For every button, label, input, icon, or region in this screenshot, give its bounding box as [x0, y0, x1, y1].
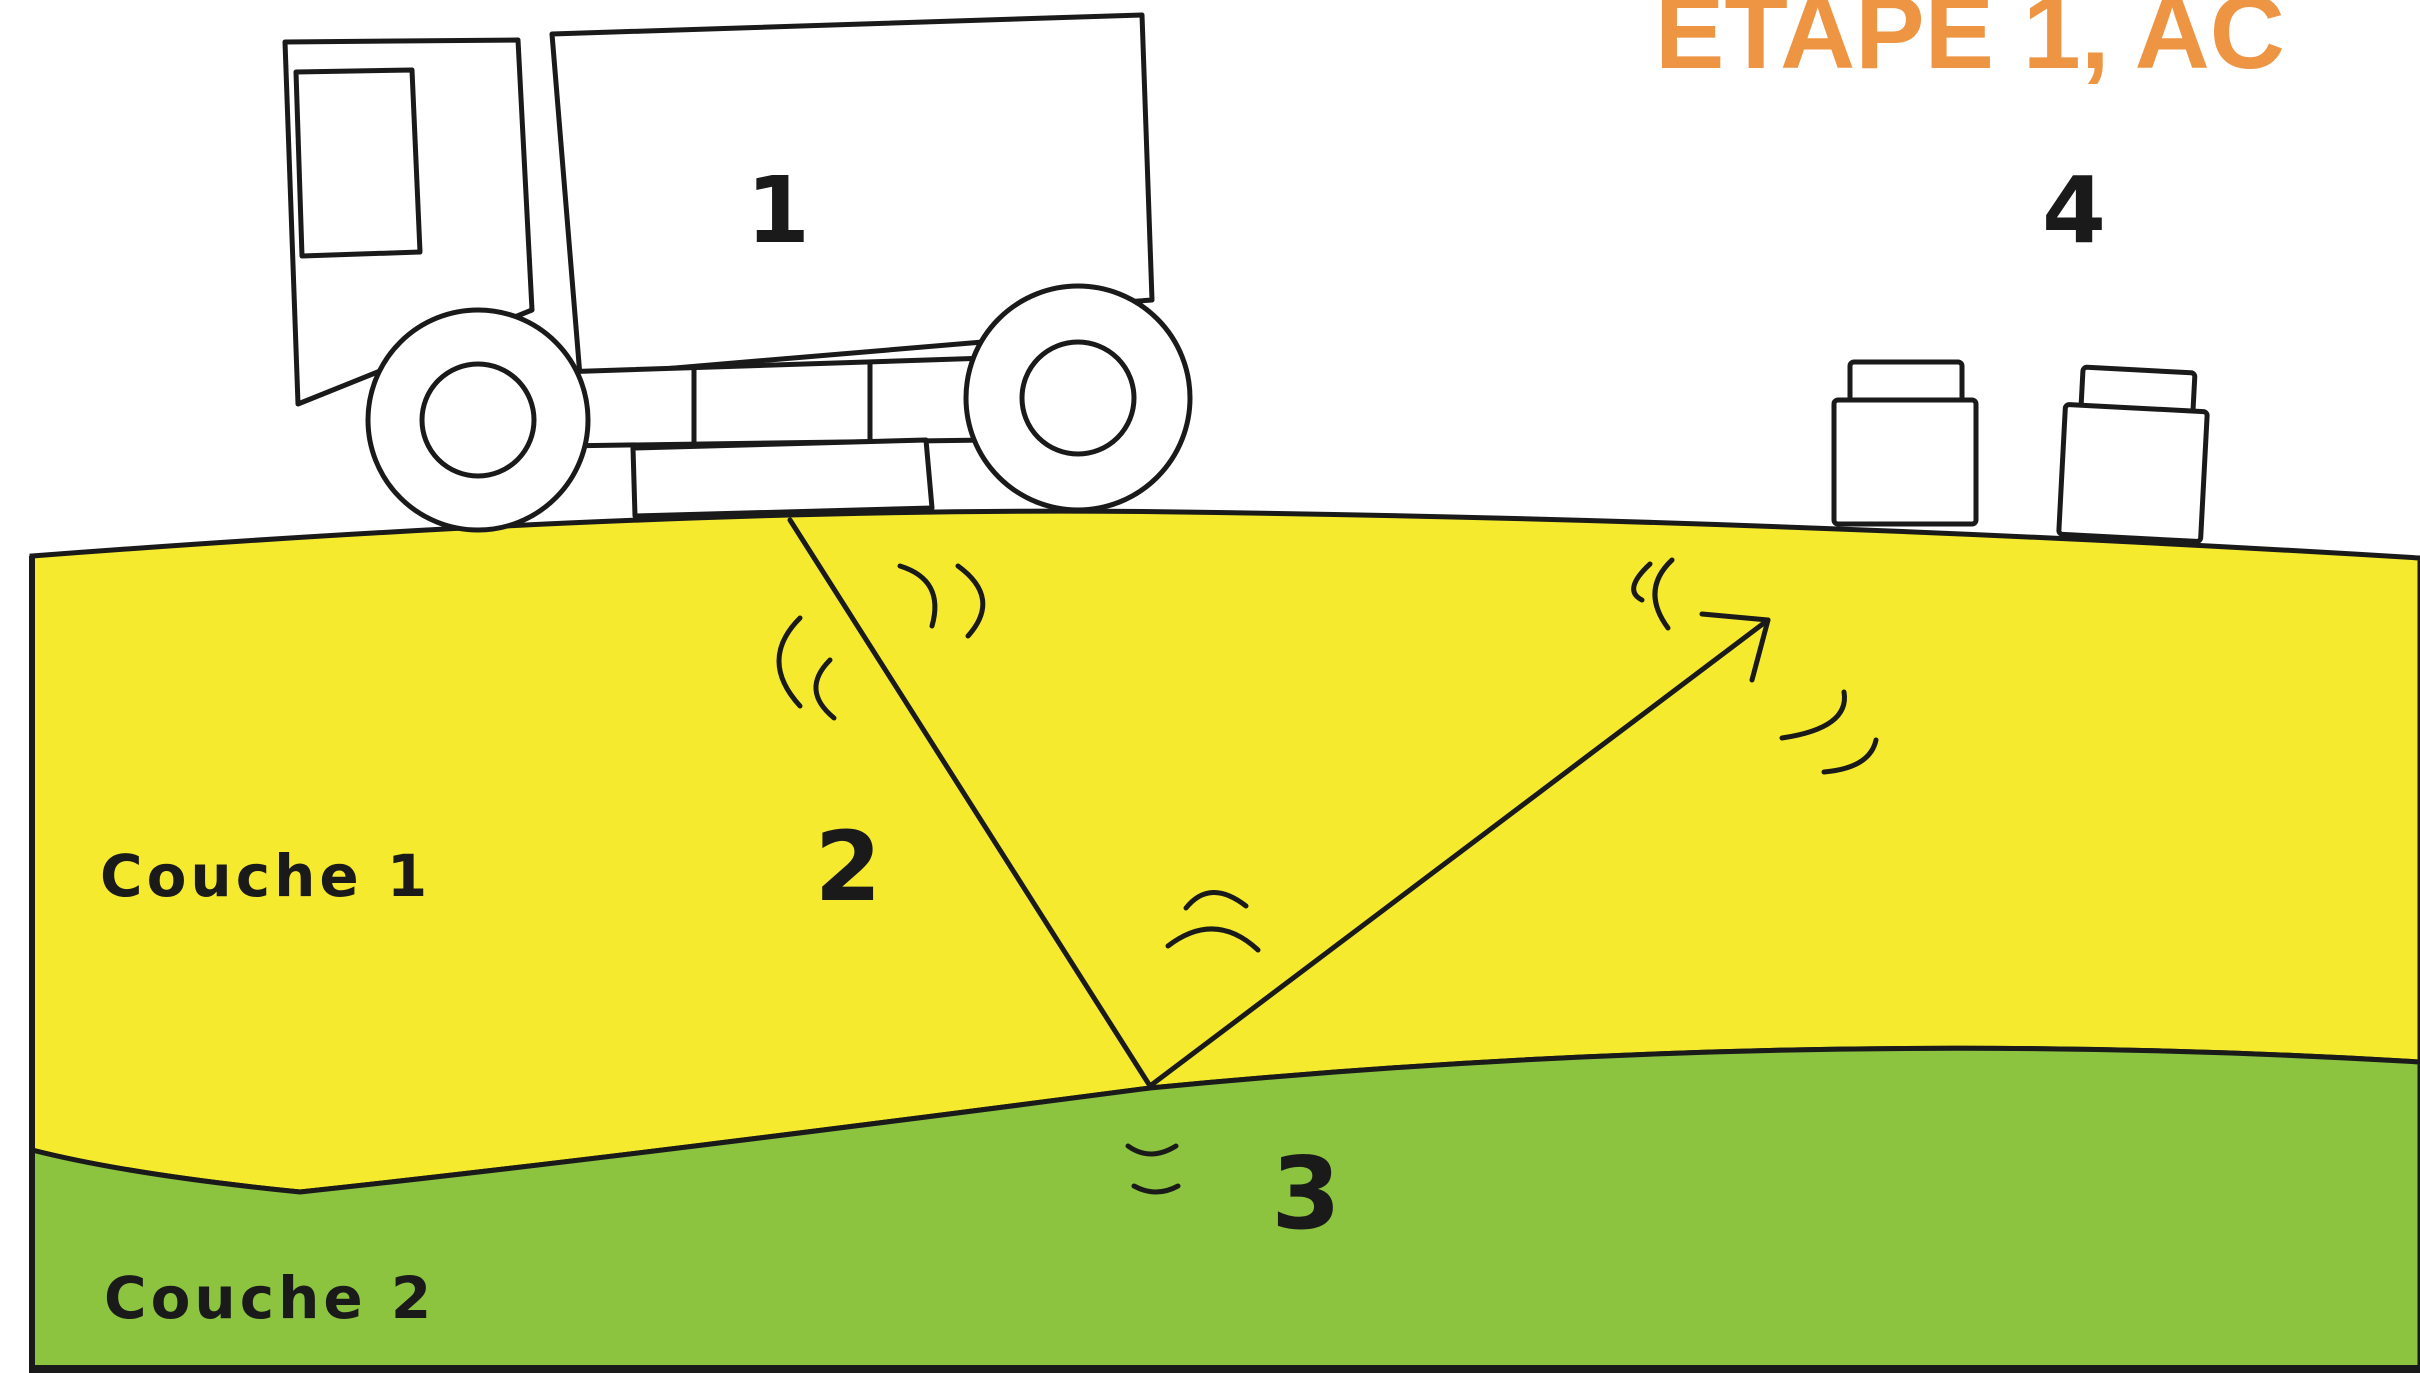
marker-wave-path: 2 — [815, 811, 882, 923]
vibration-arc-icon — [1821, 737, 1879, 775]
vibration-arc-icon — [1183, 890, 1249, 911]
vibration-arcs — [776, 557, 1879, 1195]
geophone-1-cap — [1847, 359, 1965, 405]
geophones — [1831, 359, 2210, 544]
marker-reflection: 3 — [1271, 1135, 1341, 1252]
vibration-arc-icon — [1652, 557, 1675, 631]
incident-ray — [787, 517, 1153, 1089]
page-title: ETAPE 1, AC — [1655, 0, 2285, 91]
vibration-arc-icon — [1631, 561, 1653, 603]
vibrator-plate — [630, 437, 935, 519]
marker-geophones: 4 — [2042, 157, 2106, 264]
vibration-arc-icon — [1779, 689, 1847, 741]
truck-illustration — [282, 12, 1193, 533]
ground-layers — [29, 508, 2420, 1373]
vibration-arc-icon — [1165, 926, 1261, 953]
layer-2-label: Couche 2 — [104, 1264, 435, 1332]
layer-2-fill — [29, 1045, 2420, 1373]
truck-rear-hub — [419, 361, 537, 479]
truck-front-hub — [1019, 339, 1137, 457]
arrowhead-icon — [1699, 611, 1771, 683]
truck-cabin-window — [293, 67, 423, 259]
geophone-2-body — [2056, 402, 2210, 544]
wave-rays — [787, 517, 1771, 1089]
vibration-arc-icon — [897, 563, 938, 629]
layer-1-label: Couche 1 — [100, 842, 431, 910]
vibration-arc-icon — [1131, 1183, 1181, 1195]
geophone-1-body — [1831, 397, 1979, 527]
vibration-arc-icon — [813, 657, 837, 721]
marker-truck: 1 — [746, 157, 810, 264]
vibration-arc-icon — [1125, 1143, 1179, 1157]
vibration-arc-icon — [955, 563, 986, 639]
truck-chassis — [557, 355, 991, 449]
reflected-ray — [1147, 617, 1771, 1089]
vibration-arc-icon — [776, 615, 803, 709]
